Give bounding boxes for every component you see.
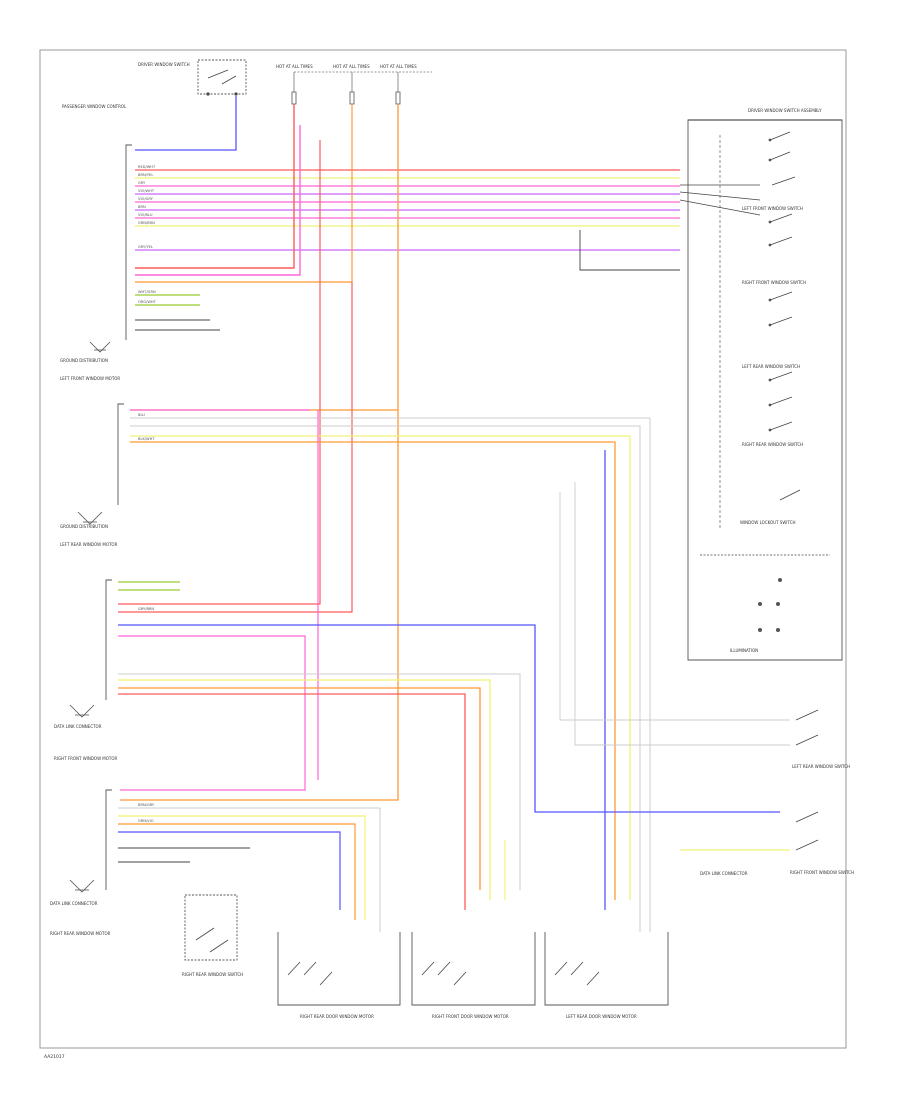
left-rear-switch-label: LEFT REAR WINDOW SWITCH bbox=[792, 764, 850, 769]
wire-49 bbox=[679, 191, 761, 201]
wire-tag: BRN/YEL bbox=[138, 173, 153, 177]
wire-tag: GRN/VIO bbox=[138, 819, 154, 823]
wire-10 bbox=[135, 96, 237, 151]
left-rear-switch: LEFT REAR WINDOW SWITCH bbox=[792, 709, 850, 769]
master-switch-label: DRIVER WINDOW SWITCH ASSEMBLY bbox=[748, 108, 822, 113]
wire-tag: BLU bbox=[138, 413, 145, 417]
wire-33 bbox=[118, 679, 491, 900]
motor-3-label: LEFT REAR DOOR WINDOW MOTOR bbox=[566, 1014, 637, 1019]
right-rear-switch: RIGHT REAR WINDOW SWITCH bbox=[182, 894, 243, 977]
wire-tag: RED/WHT bbox=[138, 165, 156, 169]
wire-tag: BLK/WHT bbox=[138, 437, 155, 441]
master-switch: DRIVER WINDOW SWITCH ASSEMBLY LEFT FRONT… bbox=[687, 108, 843, 661]
wire-tag: BRN/GRY bbox=[138, 803, 155, 807]
ground-5-label: DATA LINK CONNECTOR bbox=[700, 871, 748, 876]
wire-35 bbox=[118, 673, 521, 890]
wire-40 bbox=[118, 831, 341, 910]
wire-39 bbox=[118, 823, 356, 920]
right-rear-switch-label: RIGHT REAR WINDOW SWITCH bbox=[182, 972, 243, 977]
ground-4-label: DATA LINK CONNECTOR bbox=[50, 901, 98, 906]
rear-left-module-label: LEFT REAR WINDOW MOTOR bbox=[60, 542, 118, 547]
wire-50 bbox=[679, 199, 761, 216]
wire-16 bbox=[118, 140, 321, 605]
wire-34 bbox=[118, 687, 481, 890]
ground-3-label: DATA LINK CONNECTOR bbox=[54, 724, 102, 729]
top-fuses: HOT AT ALL TIMES HOT AT ALL TIMES HOT AT… bbox=[276, 64, 432, 105]
footer-code: AA21017 bbox=[44, 1054, 65, 1060]
wire-37 bbox=[118, 807, 381, 932]
wire-36 bbox=[118, 693, 466, 910]
wire-tag: GRN/BRN bbox=[138, 221, 155, 225]
wire-tag: GRY/YEL bbox=[138, 245, 153, 249]
grounds bbox=[69, 341, 111, 893]
wire-tag: GRY/BRN bbox=[138, 607, 154, 611]
front-pass-module-label: RIGHT FRONT WINDOW MOTOR bbox=[54, 756, 117, 761]
section-2-label: RIGHT FRONT WINDOW SWITCH bbox=[742, 280, 806, 285]
wire-11 bbox=[135, 104, 295, 269]
motor-1-label: RIGHT REAR DOOR WINDOW MOTOR bbox=[300, 1014, 374, 1019]
wire-32 bbox=[118, 635, 306, 791]
diagram-frame bbox=[39, 49, 847, 1049]
wire-tag: VIO/BLU bbox=[138, 213, 153, 217]
fuse-3-label: HOT AT ALL TIMES bbox=[380, 64, 417, 69]
module-brackets bbox=[105, 144, 132, 890]
motor-1: RIGHT REAR DOOR WINDOW MOTOR bbox=[277, 932, 401, 1019]
ground-1-label: GROUND DISTRIBUTION bbox=[60, 358, 108, 363]
motor-2: RIGHT FRONT DOOR WINDOW MOTOR bbox=[411, 932, 536, 1019]
wire-31 bbox=[118, 624, 780, 813]
wire-38 bbox=[118, 815, 366, 920]
motor-switches bbox=[287, 961, 600, 986]
section-4-label: RIGHT REAR WINDOW SWITCH bbox=[742, 442, 803, 447]
section-1-label: LEFT FRONT WINDOW SWITCH bbox=[742, 206, 803, 211]
front-left-module-label: LEFT FRONT WINDOW MOTOR bbox=[60, 376, 120, 381]
rear-right-module-label: RIGHT REAR WINDOW MOTOR bbox=[50, 931, 111, 936]
wire-25 bbox=[130, 425, 641, 932]
wire-44 bbox=[559, 492, 790, 721]
fuse-2-label: HOT AT ALL TIMES bbox=[333, 64, 370, 69]
fuse-1-label: HOT AT ALL TIMES bbox=[276, 64, 313, 69]
right-front-switch: RIGHT FRONT WINDOW SWITCH bbox=[790, 811, 854, 875]
section-5-label: WINDOW LOCKOUT SWITCH bbox=[740, 520, 796, 525]
motor-3: LEFT REAR DOOR WINDOW MOTOR bbox=[544, 932, 669, 1019]
driver-window-switch: DRIVER WINDOW SWITCH bbox=[138, 59, 247, 96]
wire-tag: GRY bbox=[138, 181, 146, 185]
wire-24 bbox=[130, 417, 651, 932]
ground-2-label: GROUND DISTRIBUTION bbox=[60, 524, 108, 529]
wire-27 bbox=[130, 441, 616, 900]
wire-tag: VIO/GRY bbox=[138, 197, 154, 201]
driver-window-switch-label: DRIVER WINDOW SWITCH bbox=[138, 62, 190, 67]
right-front-switch-label: RIGHT FRONT WINDOW SWITCH bbox=[790, 870, 854, 875]
illumination-label: ILLUMINATION bbox=[730, 648, 758, 653]
wire-tag: VIO/WHT bbox=[138, 189, 155, 193]
wire-tag: BRN bbox=[138, 205, 146, 209]
wire-47 bbox=[579, 230, 680, 271]
wire-12 bbox=[135, 125, 301, 276]
wire-45 bbox=[574, 482, 790, 746]
wire-17 bbox=[118, 282, 353, 613]
wire-tag: WHT/GRN bbox=[138, 290, 156, 294]
wires bbox=[118, 96, 790, 932]
section-3-label: LEFT REAR WINDOW SWITCH bbox=[742, 364, 800, 369]
motor-2-label: RIGHT FRONT DOOR WINDOW MOTOR bbox=[432, 1014, 509, 1019]
wire-14 bbox=[120, 104, 399, 801]
wire-tags: RED/WHT BRN/YEL GRY VIO/WHT VIO/GRY BRN VIO/BL… bbox=[138, 165, 157, 823]
wire-tag: ORG/WHT bbox=[138, 300, 157, 304]
module-top-left-label: PASSENGER WINDOW CONTROL bbox=[62, 104, 127, 109]
